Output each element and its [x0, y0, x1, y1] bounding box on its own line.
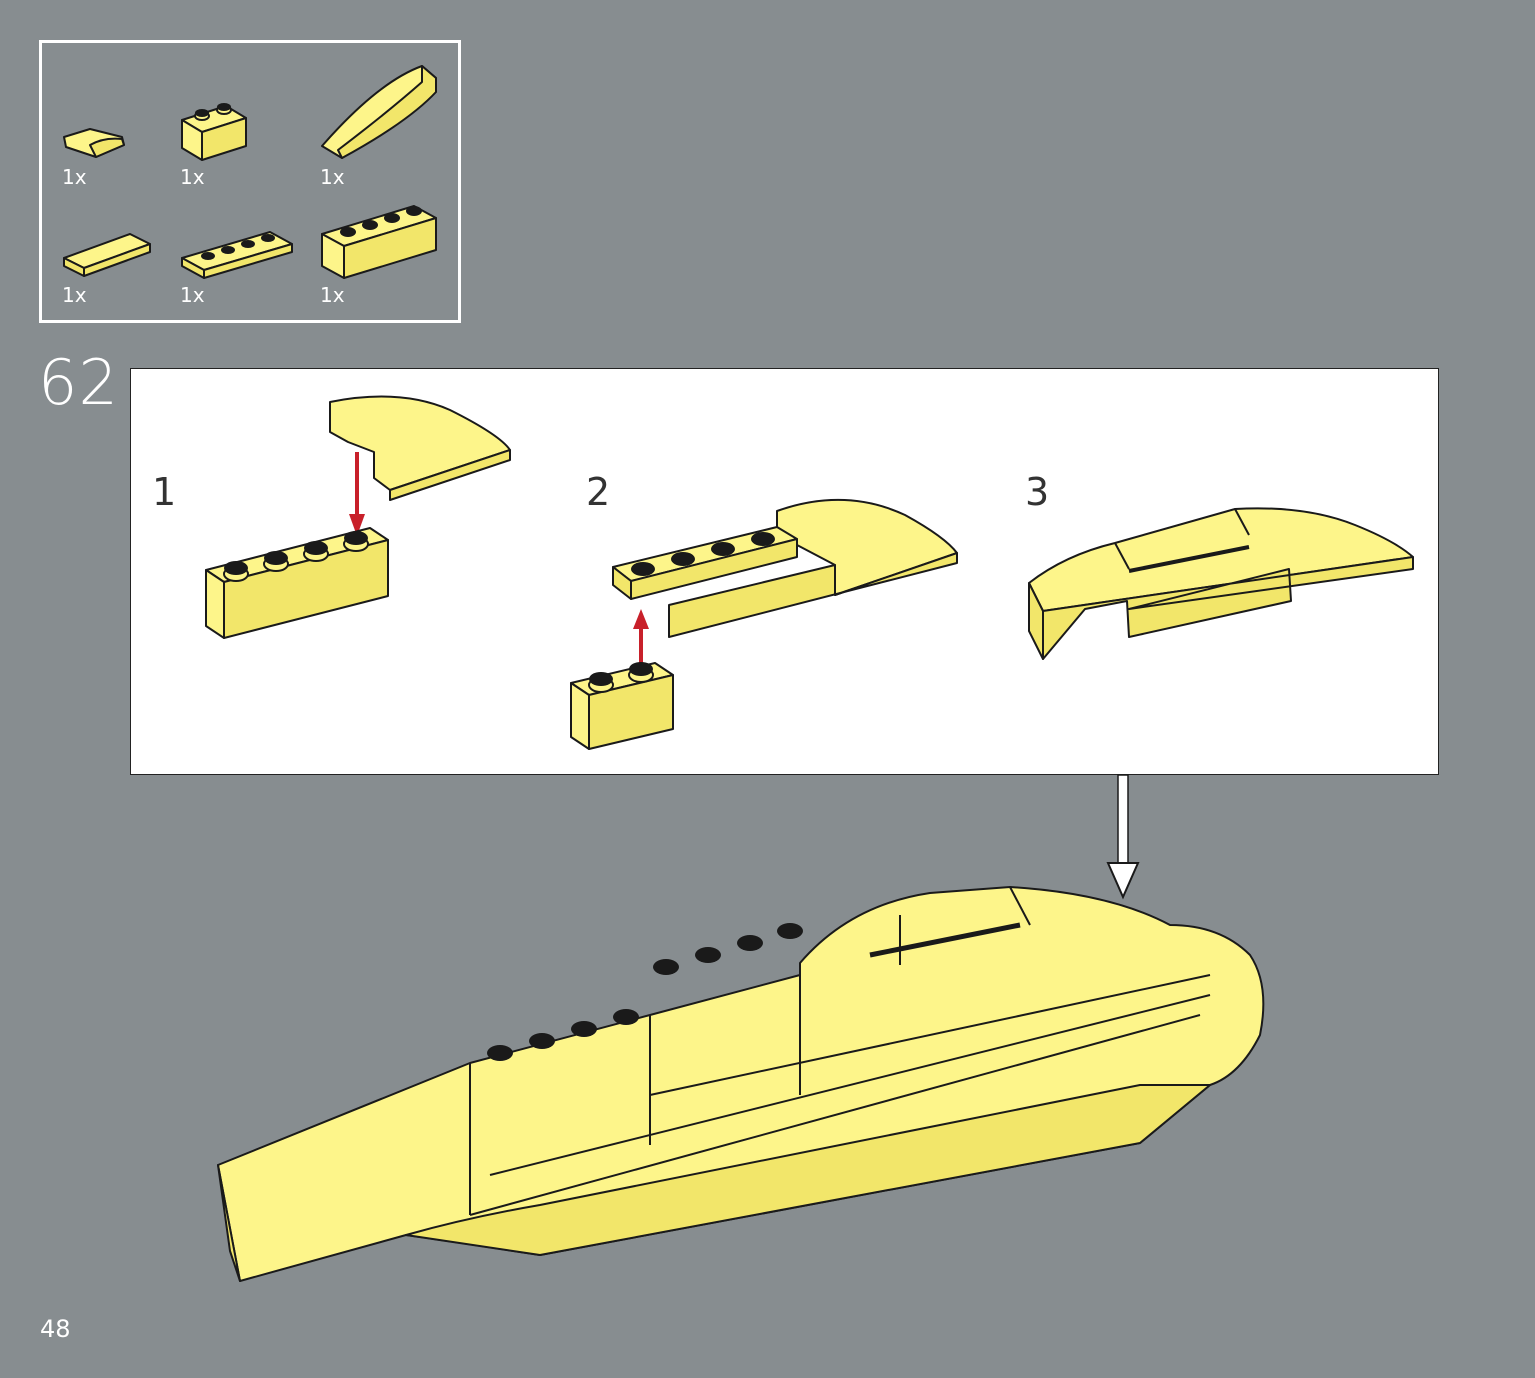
step-number: 62 [38, 346, 119, 419]
part-qty: 1x [320, 165, 345, 189]
page-number: 48 [40, 1315, 71, 1343]
substep-label: 1 [152, 470, 177, 514]
part-qty: 1x [62, 283, 87, 307]
parts-list-box [39, 40, 461, 323]
brick-1x2-icon [181, 103, 247, 161]
substep-3-illustration [1028, 507, 1414, 660]
assembled-model-illustration [217, 886, 1265, 1282]
curved-slope-1x4-icon [321, 65, 437, 159]
substep-1-illustration [205, 395, 511, 639]
curved-slope-1x2-icon [63, 128, 125, 158]
placement-arrow [1106, 774, 1140, 900]
brick-1x4-icon [321, 205, 437, 279]
part-qty: 1x [180, 165, 205, 189]
part-qty: 1x [62, 165, 87, 189]
plate-1x4-icon [181, 231, 293, 279]
substep-label: 3 [1025, 470, 1050, 514]
part-qty: 1x [180, 283, 205, 307]
substep-label: 2 [586, 470, 611, 514]
substep-2-illustration [570, 499, 958, 750]
part-qty: 1x [320, 283, 345, 307]
tile-1x4-icon [63, 233, 151, 277]
